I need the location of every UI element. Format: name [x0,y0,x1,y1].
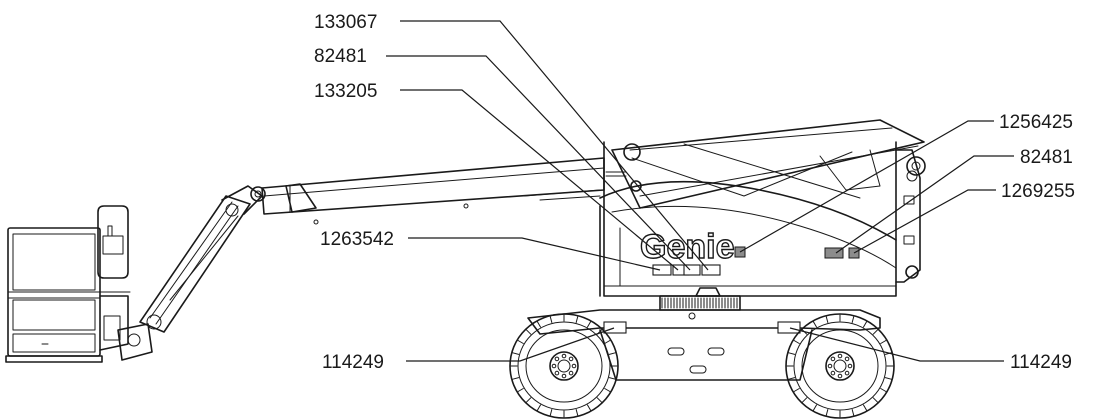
leader-line-1263542 [408,237,661,271]
leader-line-114249-left [406,327,615,362]
callout-label-82481-right: 82481 [1020,147,1073,168]
callout-label-1263542: 1263542 [320,229,394,250]
callout-label-114249-right: 114249 [1010,352,1072,373]
decal-82481-side [824,247,844,259]
jib-arm [139,185,266,333]
leader-line-133205 [400,89,679,271]
leader-line-82481-right [835,155,1014,254]
leader-line-82481-top [386,55,691,271]
callout-label-133205: 133205 [314,81,377,102]
leader-line-133067 [400,20,709,271]
slew-bearing [659,287,741,320]
callout-label-1269255: 1269255 [1001,181,1075,202]
wheel-right [785,313,895,419]
callout-label-114249-left: 114249 [322,352,384,373]
leader-line-1269255 [853,189,996,254]
platform-basket [5,205,153,363]
callout-label-133067: 133067 [314,12,377,33]
callout-label-82481-top: 82481 [314,46,367,67]
callout-label-1256425: 1256425 [999,112,1073,133]
chassis [527,309,881,381]
brand-logo: Genie [640,228,734,266]
decal-82481-housing [683,264,701,276]
decal-114249-right [777,321,801,334]
decal-1263542 [652,264,672,276]
main-boom [261,157,605,225]
leader-line-1256425 [739,120,994,253]
decal-133067 [701,264,721,276]
upper-boom-linkage [605,119,926,209]
leader-line-114249-right [789,327,1004,362]
wheel-left [509,313,619,419]
decal-114249-left [603,321,627,334]
turntable-housing: Genie [599,141,921,297]
